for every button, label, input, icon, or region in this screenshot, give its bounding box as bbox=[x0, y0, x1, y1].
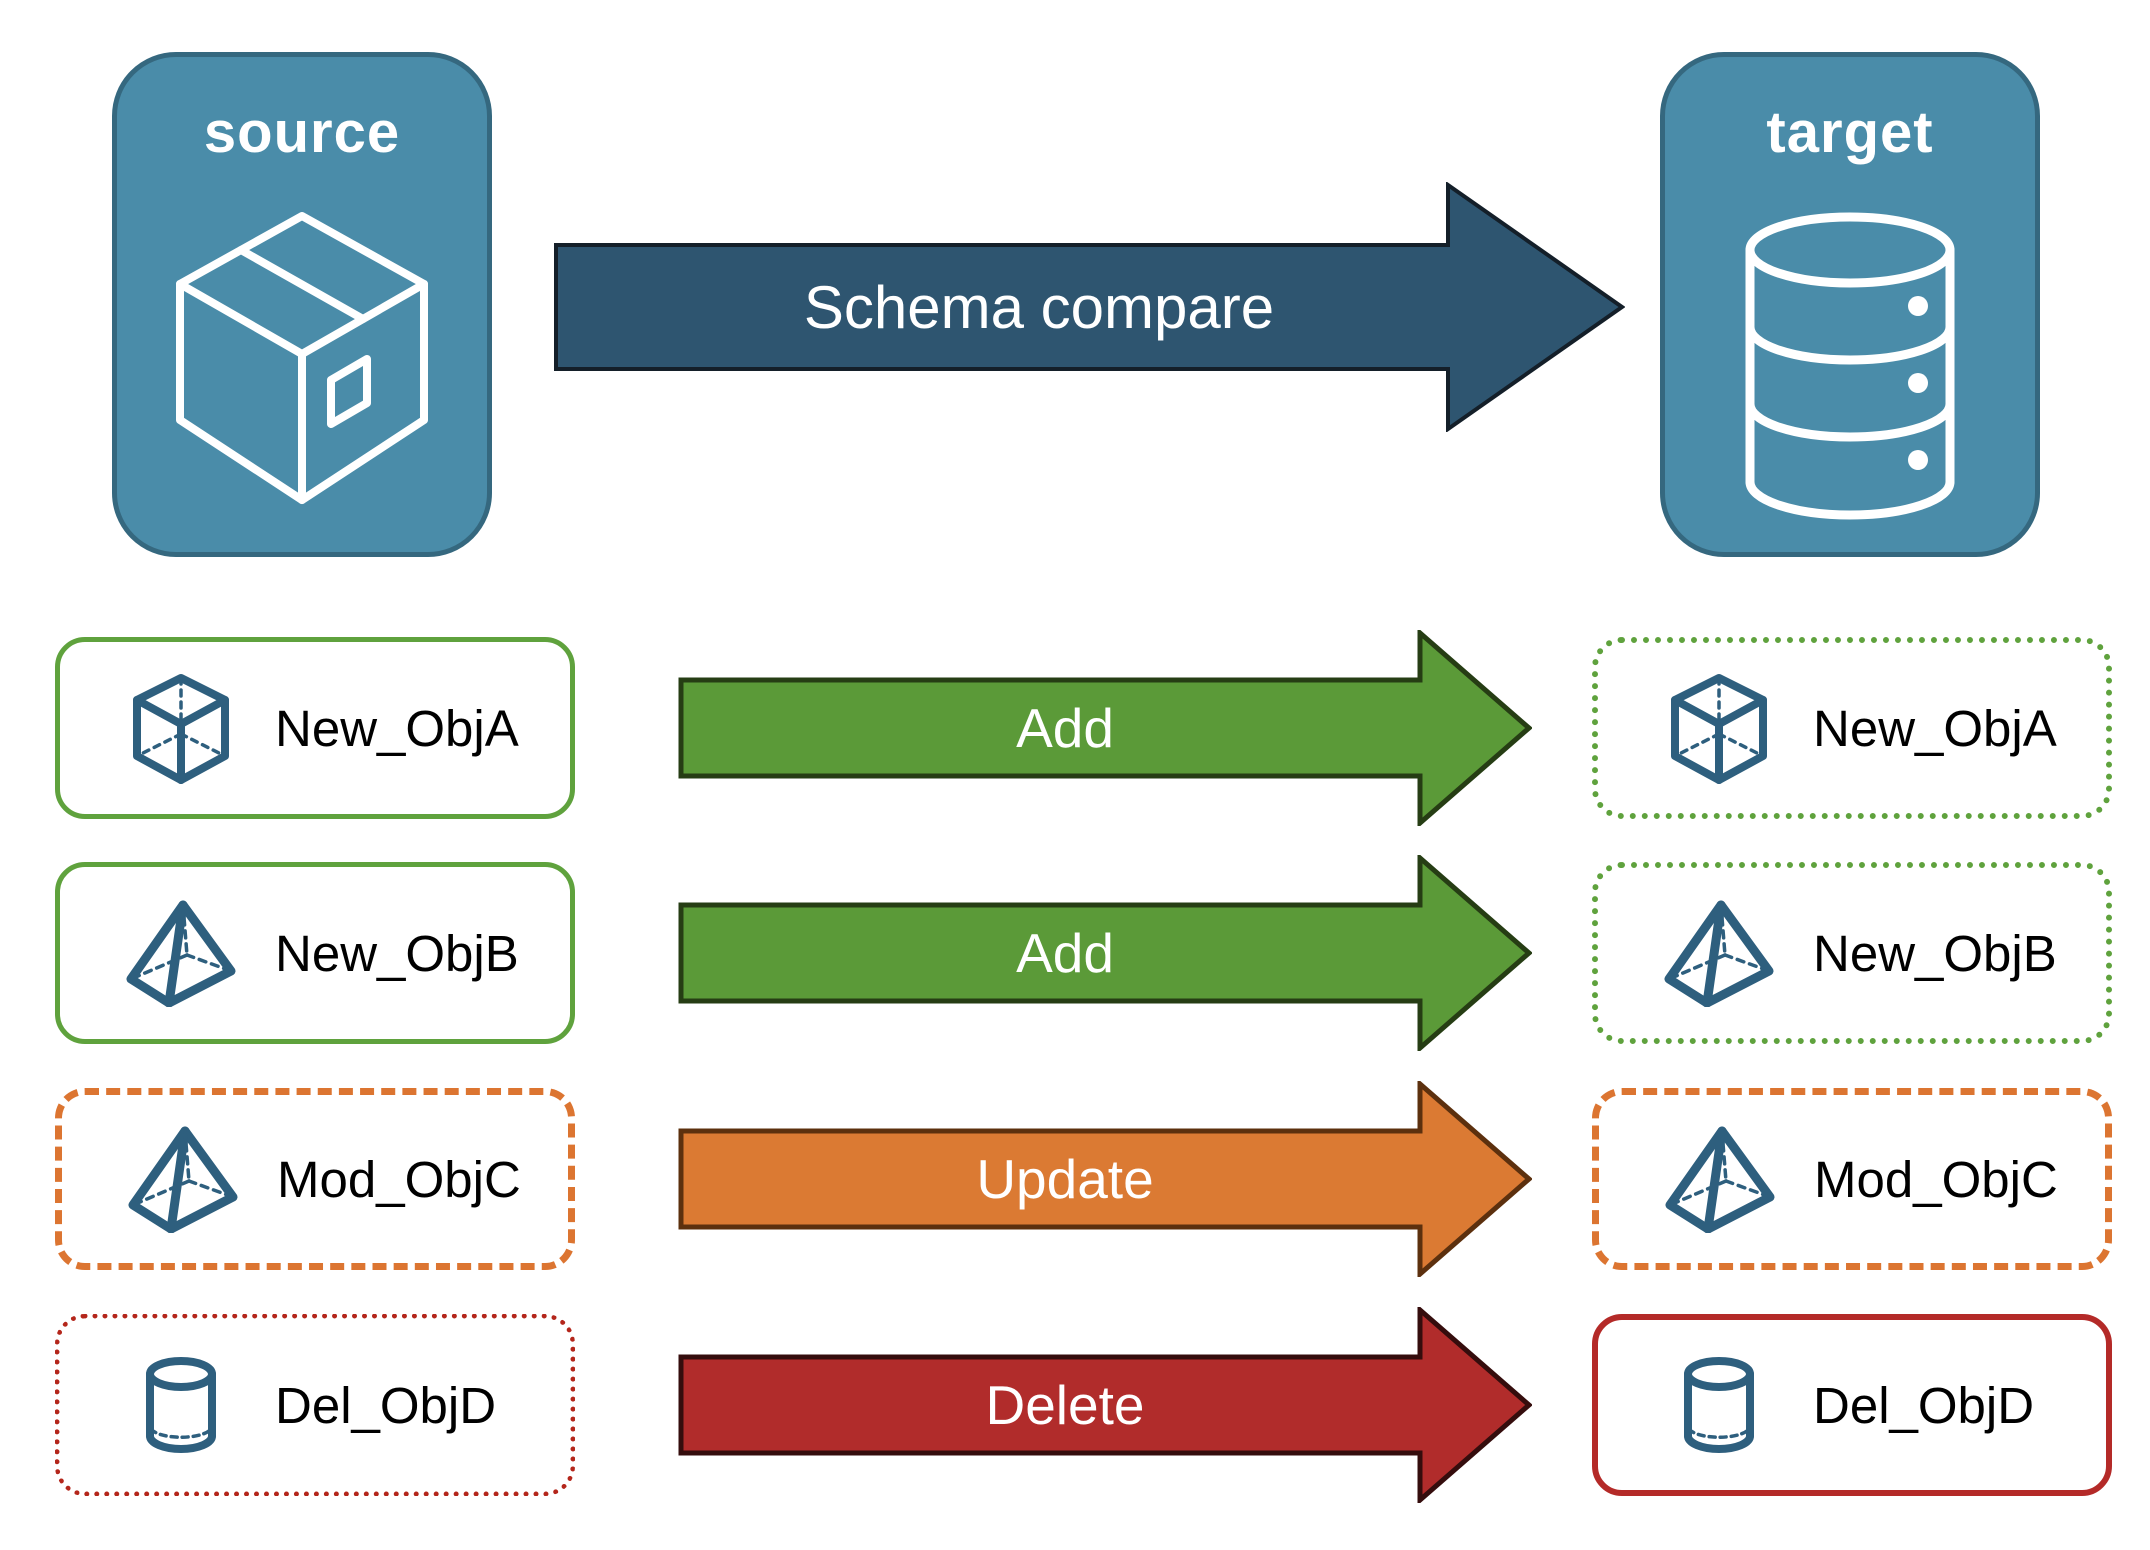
object-label: Mod_ObjC bbox=[1814, 1150, 2058, 1208]
add-arrow-label: Add bbox=[1016, 922, 1114, 984]
update-arrow-label: Update bbox=[976, 1148, 1154, 1210]
pyramid-icon bbox=[1656, 899, 1781, 1007]
object-label: Del_ObjD bbox=[1813, 1376, 2035, 1434]
source-object-mod-objc: Mod_ObjC bbox=[55, 1088, 575, 1270]
pyramid-icon bbox=[1657, 1125, 1782, 1233]
target-object-new-objb: New_ObjB bbox=[1592, 862, 2112, 1044]
add-arrow-label: Add bbox=[1016, 697, 1114, 759]
cube-icon bbox=[118, 672, 243, 784]
source-node: source bbox=[112, 52, 492, 557]
schema-compare-arrow: Schema compare bbox=[553, 182, 1625, 432]
target-object-new-obja: New_ObjA bbox=[1592, 637, 2112, 819]
delete-arrow-label: Delete bbox=[985, 1374, 1145, 1436]
object-label: Mod_ObjC bbox=[277, 1150, 521, 1208]
object-label: New_ObjB bbox=[275, 924, 519, 982]
cube-icon bbox=[1656, 672, 1781, 784]
delete-arrow-row4: Delete bbox=[678, 1307, 1532, 1503]
source-object-del-objd: Del_ObjD bbox=[55, 1314, 575, 1496]
add-arrow-row1: Add bbox=[678, 630, 1532, 826]
pyramid-icon bbox=[118, 899, 243, 1007]
target-object-del-objd: Del_ObjD bbox=[1592, 1314, 2112, 1496]
database-icon bbox=[1745, 212, 1955, 520]
source-object-new-obja: New_ObjA bbox=[55, 637, 575, 819]
target-node: target bbox=[1660, 52, 2040, 557]
source-object-new-objb: New_ObjB bbox=[55, 862, 575, 1044]
target-title: target bbox=[1766, 100, 1934, 165]
object-label: New_ObjB bbox=[1813, 924, 2057, 982]
object-label: Del_ObjD bbox=[275, 1376, 497, 1434]
update-arrow-row3: Update bbox=[678, 1081, 1532, 1277]
pyramid-icon bbox=[120, 1125, 245, 1233]
add-arrow-row2: Add bbox=[678, 855, 1532, 1051]
cylinder-icon bbox=[118, 1357, 243, 1453]
target-object-mod-objc: Mod_ObjC bbox=[1592, 1088, 2112, 1270]
cylinder-icon bbox=[1656, 1357, 1781, 1453]
object-label: New_ObjA bbox=[275, 699, 519, 757]
schema-compare-label: Schema compare bbox=[803, 273, 1275, 341]
source-title: source bbox=[203, 100, 401, 165]
package-box-icon bbox=[176, 212, 428, 504]
object-label: New_ObjA bbox=[1813, 699, 2057, 757]
